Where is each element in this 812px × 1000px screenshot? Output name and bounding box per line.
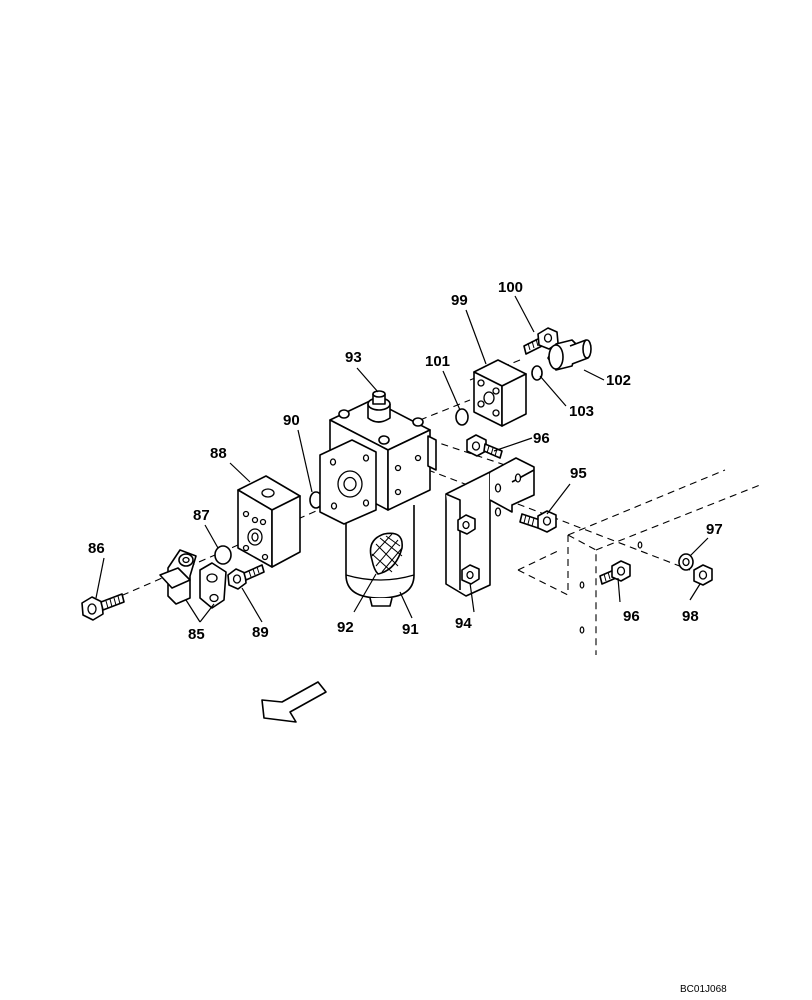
drawing-code: BC01J068 (680, 984, 727, 995)
callout-labels: 85 86 87 88 89 90 91 92 93 94 95 96 96 9… (88, 279, 727, 995)
bolt-95 (519, 510, 557, 533)
bolt-96-upper (466, 434, 503, 459)
callout-100: 100 (498, 279, 523, 296)
callout-95: 95 (570, 465, 587, 482)
callout-92: 92 (337, 619, 354, 636)
split-flange-85 (159, 549, 227, 609)
callout-94: 94 (455, 615, 472, 632)
bolt-100 (523, 327, 559, 355)
cover-plate-99 (473, 359, 527, 427)
fitting-102 (547, 339, 592, 371)
adapter-block-88 (237, 475, 301, 568)
o-ring-103 (531, 365, 543, 381)
callout-98: 98 (682, 608, 699, 625)
filter-head-93 (367, 390, 391, 423)
bolt-86 (81, 593, 125, 621)
callout-102: 102 (606, 372, 631, 389)
callout-86: 86 (88, 540, 105, 557)
callout-90: 90 (283, 412, 300, 429)
callout-89: 89 (252, 624, 269, 641)
bracket-94 (445, 457, 535, 597)
leader-lines (95, 295, 709, 623)
callout-87: 87 (193, 507, 210, 524)
washer-97 (678, 553, 694, 571)
filter-assembly-91 (319, 399, 437, 607)
callout-96-upper: 96 (533, 430, 550, 447)
callout-99: 99 (451, 292, 468, 309)
callout-101: 101 (425, 353, 450, 370)
bolt-96-lower (599, 560, 631, 585)
direction-arrow (261, 681, 327, 723)
callout-97: 97 (706, 521, 723, 538)
o-ring-101 (455, 408, 469, 426)
frame-outline (517, 469, 761, 655)
callout-93: 93 (345, 349, 362, 366)
nut-98 (693, 564, 713, 586)
callout-85: 85 (188, 626, 205, 643)
filter-element-92 (369, 532, 403, 575)
callout-91: 91 (402, 621, 419, 638)
bolt-89 (227, 564, 265, 590)
callout-88: 88 (210, 445, 227, 462)
callout-96-lower: 96 (623, 608, 640, 625)
o-ring-87 (214, 545, 232, 565)
callout-103: 103 (569, 403, 594, 420)
